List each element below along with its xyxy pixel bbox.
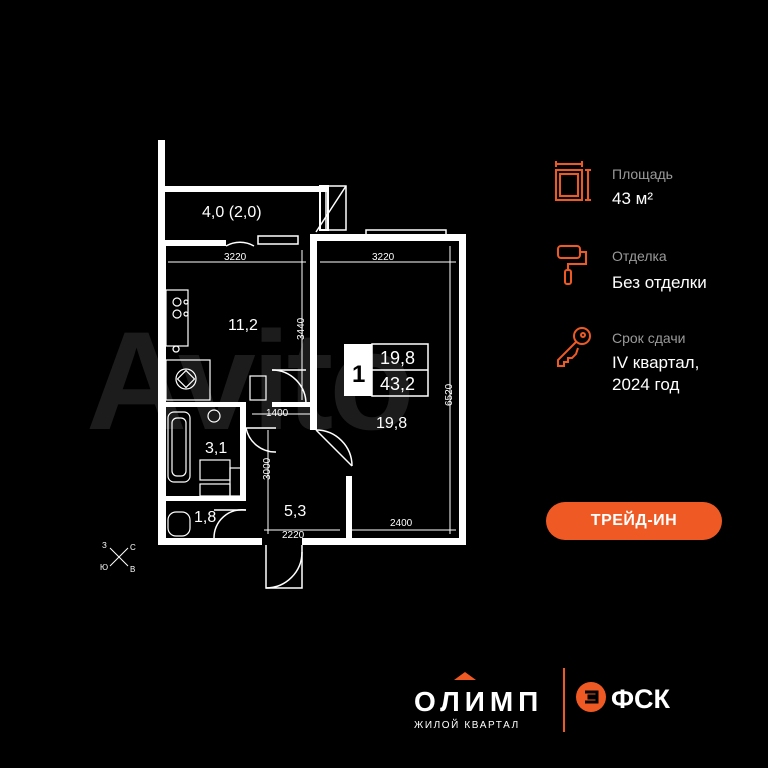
logo-divider [563,668,565,732]
room-wc-area: 1,8 [194,509,216,526]
wall-bath-right [240,402,246,497]
compass-north: С [130,543,136,552]
dim-kitchen-height: 3440 [296,317,307,340]
compass-west: З [102,541,107,550]
badge-living-area: 19,8 [380,348,415,368]
dim-living-height: 6520 [444,383,455,406]
room-balcony-area: 4,0 (2,0) [202,204,262,221]
badge-rooms-count: 1 [352,361,365,388]
info-deadline: Срок сдачи IV квартал, 2024 год [557,322,760,402]
olimp-roof-icon [454,672,476,680]
room-living-area: 19,8 [376,415,407,432]
compass-east: В [130,565,135,574]
trade-in-button[interactable]: ТРЕЙД-ИН [546,502,722,540]
olimp-logo: ОЛИМП [414,686,544,717]
key-icon [557,327,591,367]
dim-kitchen-width: 3220 [224,252,247,263]
wall-bottom-right [302,538,466,545]
dim-hall-width: 2220 [282,530,305,541]
badge-total-area: 43,2 [380,374,415,394]
finish-value: Без отделки [612,273,707,292]
dim-living-bottom: 2400 [390,518,413,529]
compass-south: Ю [100,563,108,572]
olimp-logo-subtitle: ЖИЛОЙ КВАРТАЛ [414,720,520,731]
room-kitchen-area: 11,2 [228,317,258,334]
area-icon [555,161,591,201]
room-hall-area: 5,3 [284,503,306,520]
area-badge: 1 19,8 43,2 [344,343,429,397]
fsk-logo: ФСК [611,684,671,714]
wall-bottom-left [158,538,262,545]
paint-roller-icon [557,245,587,285]
deadline-value-line1: IV квартал, [612,353,700,372]
dim-corridor: 1400 [266,408,289,419]
info-finish: Отделка Без отделки [557,240,760,300]
wall-corridor [272,402,310,407]
dim-hall-height: 3000 [262,457,273,480]
wall-top-kitchen [166,240,226,246]
deadline-label: Срок сдачи [612,330,686,346]
compass: З С Ю В [100,541,136,574]
room-bath-area: 3,1 [205,440,227,457]
wall-balcony-left [158,140,165,248]
wall-wc-top [166,496,246,501]
wall-balcony-top [165,186,328,192]
finish-label: Отделка [612,248,667,264]
wall-hall-right [346,476,352,545]
info-area: Площадь 43 м² [555,158,760,218]
deadline-value-line2: 2024 год [612,375,680,394]
fsk-logo-icon [576,682,606,712]
wall-partition [310,234,317,430]
dim-living-width: 3220 [372,252,395,263]
area-label: Площадь [612,166,673,182]
wall-bath-top [166,402,242,407]
area-value: 43 м² [612,189,653,208]
wall-right [459,234,466,545]
wall-left [158,240,166,545]
